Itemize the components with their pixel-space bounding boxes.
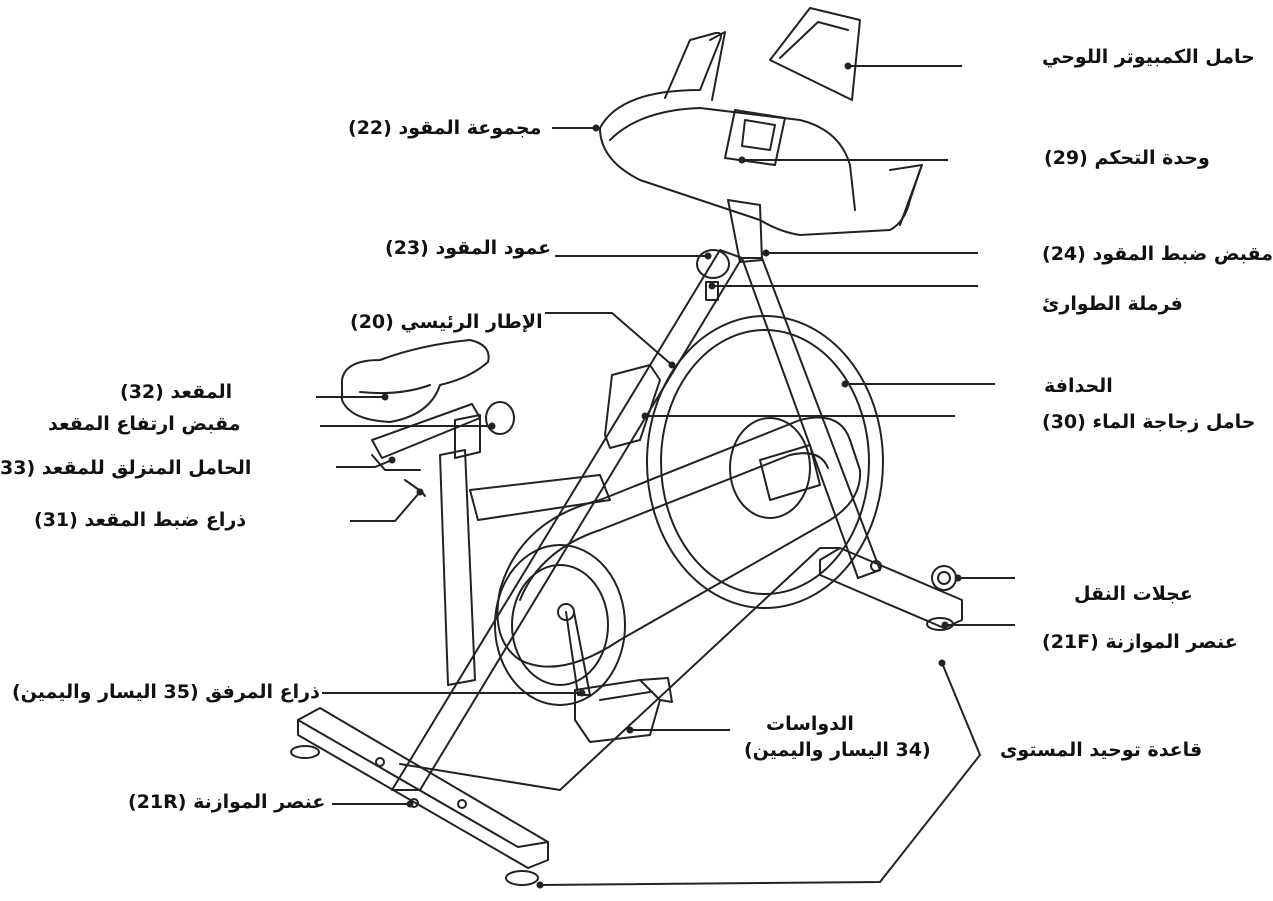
leader-main-frame (545, 312, 673, 366)
label-seat-slider: الحامل المنزلق للمقعد (33 (0, 457, 252, 479)
label-crank-arm: ذراع المرفق (35 اليسار واليمين) (12, 681, 320, 703)
label-front-stabilizer: عنصر الموازنة (21F) (1042, 631, 1238, 653)
label-seat-lever: ذراع ضبط المقعد (31) (34, 509, 247, 531)
label-rear-stabilizer: عنصر الموازنة (21R) (128, 791, 326, 813)
leader-seat-lever (350, 491, 421, 522)
bike-drawing (290, 7, 963, 886)
label-tablet-holder: حامل الكمبيوتر اللوحي (1042, 46, 1255, 68)
label-console: وحدة التحكم (29) (1044, 147, 1210, 169)
leader-dots (381, 62, 962, 889)
leader-leveling-base (539, 662, 982, 886)
label-seat-height-knob: مقبض ارتفاع المقعد (48, 413, 241, 435)
label-pedals-sub: (34 اليسار واليمين) (744, 739, 931, 761)
label-pedals: الدواسات (766, 713, 854, 735)
label-emergency-brake: فرملة الطوارئ (1042, 293, 1183, 315)
label-transport-wheels: عجلات النقل (1074, 583, 1193, 605)
label-water-bottle-holder: حامل زجاجة الماء (30) (1042, 411, 1256, 433)
label-seat: المقعد (32) (120, 381, 233, 403)
label-leveling-base: قاعدة توحيد المستوى (1000, 739, 1203, 761)
label-flywheel: الحدافة (1044, 375, 1113, 397)
leader-lines (316, 65, 1015, 886)
leader-seat-slider (336, 459, 393, 468)
label-handlebar-knob: مقبض ضبط المقود (24) (1042, 243, 1273, 265)
label-handlebar-assembly: مجموعة المقود (22) (348, 117, 542, 139)
label-main-frame: الإطار الرئيسي (20) (350, 311, 543, 333)
label-handlebar-post: عمود المقود (23) (385, 237, 552, 259)
